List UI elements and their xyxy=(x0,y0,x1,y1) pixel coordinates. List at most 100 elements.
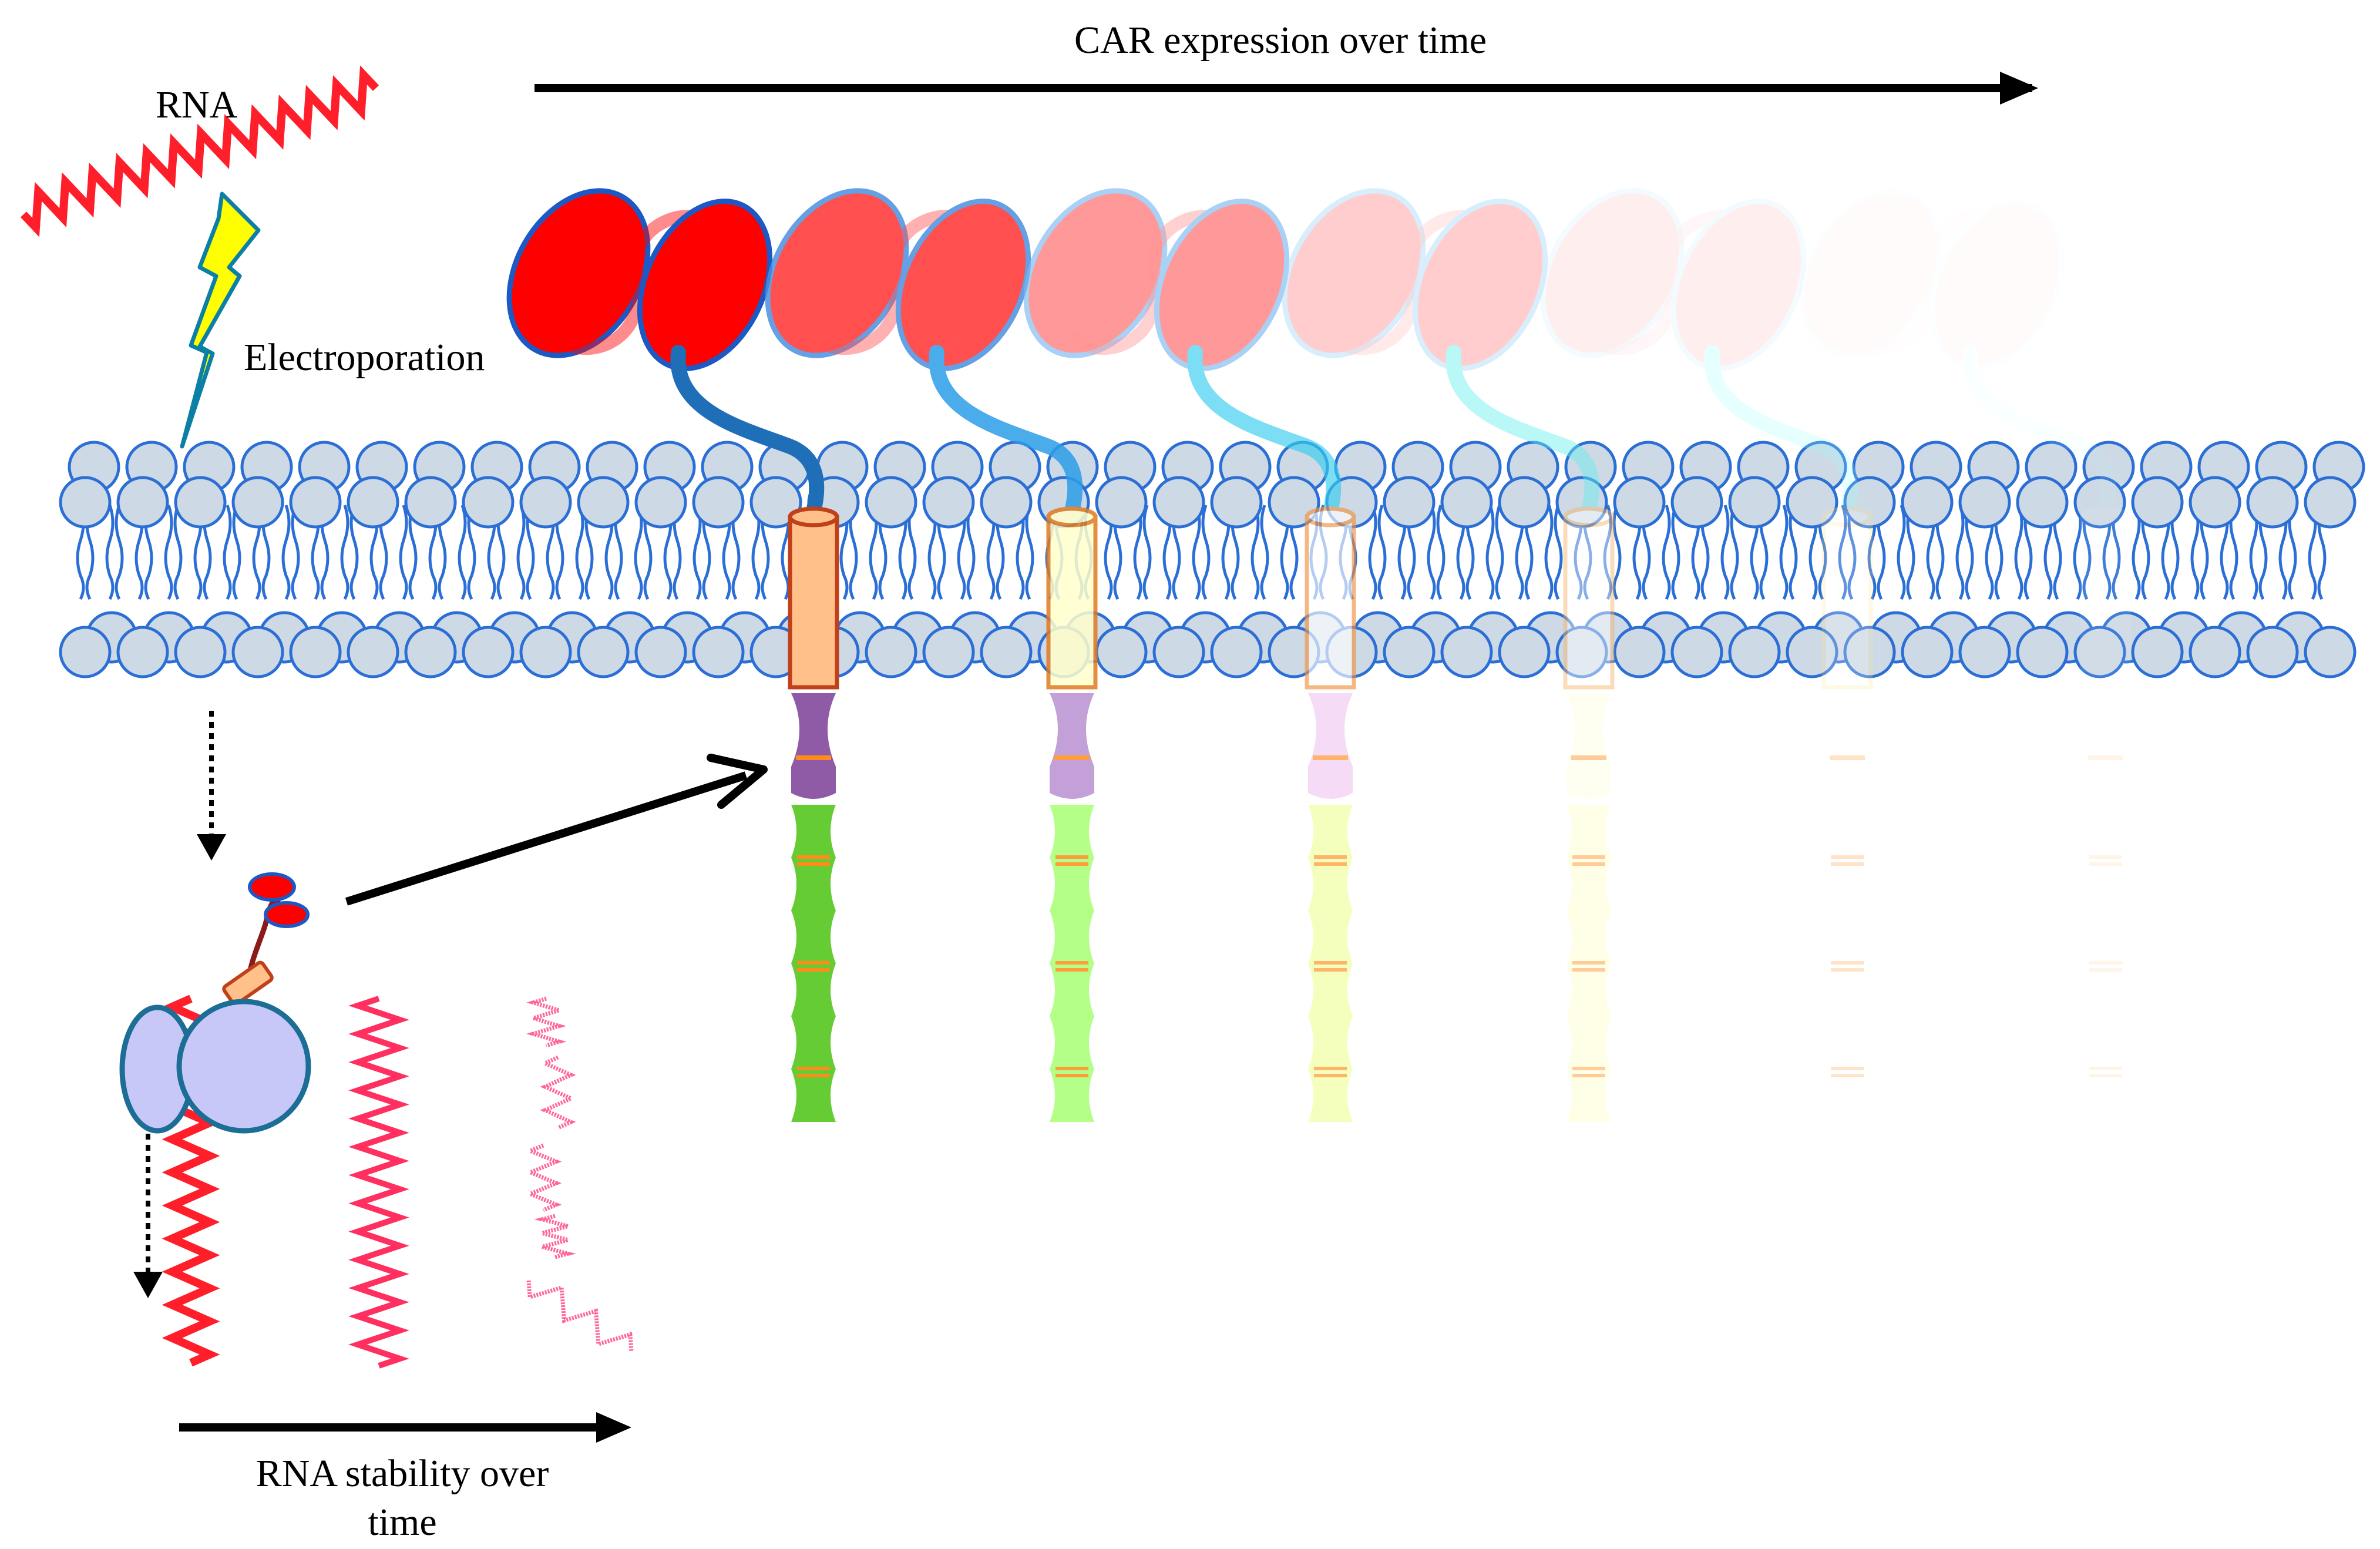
lipid-tail xyxy=(458,505,467,600)
lipid-head xyxy=(1728,626,1781,678)
cd3-zeta-segment xyxy=(1567,1016,1611,1069)
lipid-tail xyxy=(2288,505,2297,600)
lipid-tail xyxy=(1377,505,1387,600)
hinge-linker xyxy=(1962,345,2117,519)
lipid-tail xyxy=(584,505,594,600)
rna-fragment xyxy=(525,1143,562,1212)
lipid-head xyxy=(922,626,975,678)
car-expression-arrowhead xyxy=(2000,72,2038,105)
rna-stability-label-line1: RNA stability over xyxy=(256,1452,549,1495)
lipid-head xyxy=(1440,626,1493,678)
lipid-tail xyxy=(575,505,584,600)
lipid-head xyxy=(116,476,169,529)
lipid-tail xyxy=(2073,505,2082,600)
car-molecule xyxy=(1540,188,1873,1122)
lipid xyxy=(1368,505,1387,600)
lipid-tail xyxy=(516,505,526,600)
scfv-heavy-domain xyxy=(1799,188,1943,358)
lipid-head xyxy=(519,626,572,678)
lipid-head xyxy=(174,626,227,678)
lipid-head xyxy=(2131,476,2184,529)
lipid-head xyxy=(980,476,1033,529)
lipid-head xyxy=(1152,626,1205,678)
lipid-head xyxy=(865,626,917,678)
lipid-tail xyxy=(105,505,115,600)
scfv-heavy-domain xyxy=(1540,188,1685,358)
scfv-light-domain xyxy=(1929,199,2065,371)
lipid-head xyxy=(289,476,342,529)
insertion-arrow xyxy=(345,771,748,906)
lipid-head xyxy=(2189,476,2241,529)
lipid-tail xyxy=(467,505,476,600)
lipid-tail xyxy=(1730,505,1739,600)
scfv-light-domain xyxy=(637,199,773,371)
cd3-zeta-segment xyxy=(1050,805,1094,858)
cd3-zeta-segment xyxy=(1308,858,1353,910)
lipid xyxy=(1016,505,1034,600)
transmembrane-domain xyxy=(1821,515,1873,690)
lipid-head xyxy=(1440,476,1493,529)
lipid-head xyxy=(231,626,284,678)
cd3-zeta-segment xyxy=(1308,910,1353,963)
rna-fragment xyxy=(526,996,567,1048)
lipid-head xyxy=(1670,476,1723,529)
car-molecule-series xyxy=(506,188,2132,1122)
car-molecule xyxy=(1282,188,1615,1122)
lipid-head xyxy=(577,626,630,678)
lipid-head xyxy=(59,476,112,529)
cd3-zeta-segment xyxy=(791,1069,836,1122)
lipid-head xyxy=(231,476,284,529)
scfv-linker xyxy=(1325,210,1495,355)
dotted-arrow-translation-head xyxy=(133,1272,163,1298)
lipid-head xyxy=(1210,476,1263,529)
cd3-zeta-segment xyxy=(791,963,836,1016)
lipid-tail xyxy=(1250,505,1260,600)
lipid-head xyxy=(577,476,630,529)
lipid-head xyxy=(1383,626,1436,678)
cd3-zeta-segment xyxy=(791,805,836,858)
nascent-car-scfv-2 xyxy=(264,901,310,928)
rna-strand-degrading xyxy=(348,996,409,1369)
cd3-zeta-segment xyxy=(1825,1016,1870,1069)
lipid-tail xyxy=(1671,505,1680,600)
lipid-head xyxy=(1152,476,1205,529)
cd3-zeta-segment xyxy=(2083,1016,2128,1069)
lipid-head xyxy=(2073,626,2126,678)
dotted-arrow-down-head xyxy=(197,834,226,861)
lipid-head xyxy=(1095,626,1148,678)
lipid-tail xyxy=(399,505,408,600)
lipid-tail xyxy=(340,505,349,600)
lipid-head xyxy=(1613,476,1666,529)
lipid-head xyxy=(59,626,112,678)
transmembrane-top xyxy=(1821,506,1873,527)
lipid-head xyxy=(692,476,745,529)
lipid-tail xyxy=(115,505,124,600)
lipid xyxy=(1779,505,1798,600)
cd3-zeta-segment xyxy=(1050,963,1094,1016)
transmembrane-domain xyxy=(788,515,839,690)
lipid-tail xyxy=(232,505,241,600)
costimulatory-domain xyxy=(1825,693,1870,799)
lipid xyxy=(399,505,418,600)
insertion-arrowhead xyxy=(707,754,768,809)
transmembrane-top xyxy=(2080,506,2132,527)
lipid-head xyxy=(347,476,399,529)
lipid-head xyxy=(1498,626,1551,678)
lipid-head xyxy=(2073,476,2126,529)
lipid xyxy=(223,505,241,600)
lipid-tail xyxy=(1025,505,1034,600)
lipid-tail xyxy=(1897,505,1906,600)
rna-fragment xyxy=(534,1214,576,1259)
lipid xyxy=(1485,505,1504,600)
lipid-tail xyxy=(1495,505,1504,600)
rna-fragment xyxy=(540,1055,576,1130)
cd3-zeta-segment xyxy=(1567,1069,1611,1122)
rna-stability-label-line2: time xyxy=(368,1501,436,1544)
lipid-tail xyxy=(1554,505,1563,600)
lipid-head xyxy=(922,476,975,529)
lipid xyxy=(516,505,535,600)
lipid xyxy=(575,505,594,600)
cd3-zeta-segment xyxy=(1825,910,1870,963)
lipid-head xyxy=(1843,476,1896,529)
lipid-head xyxy=(404,476,457,529)
